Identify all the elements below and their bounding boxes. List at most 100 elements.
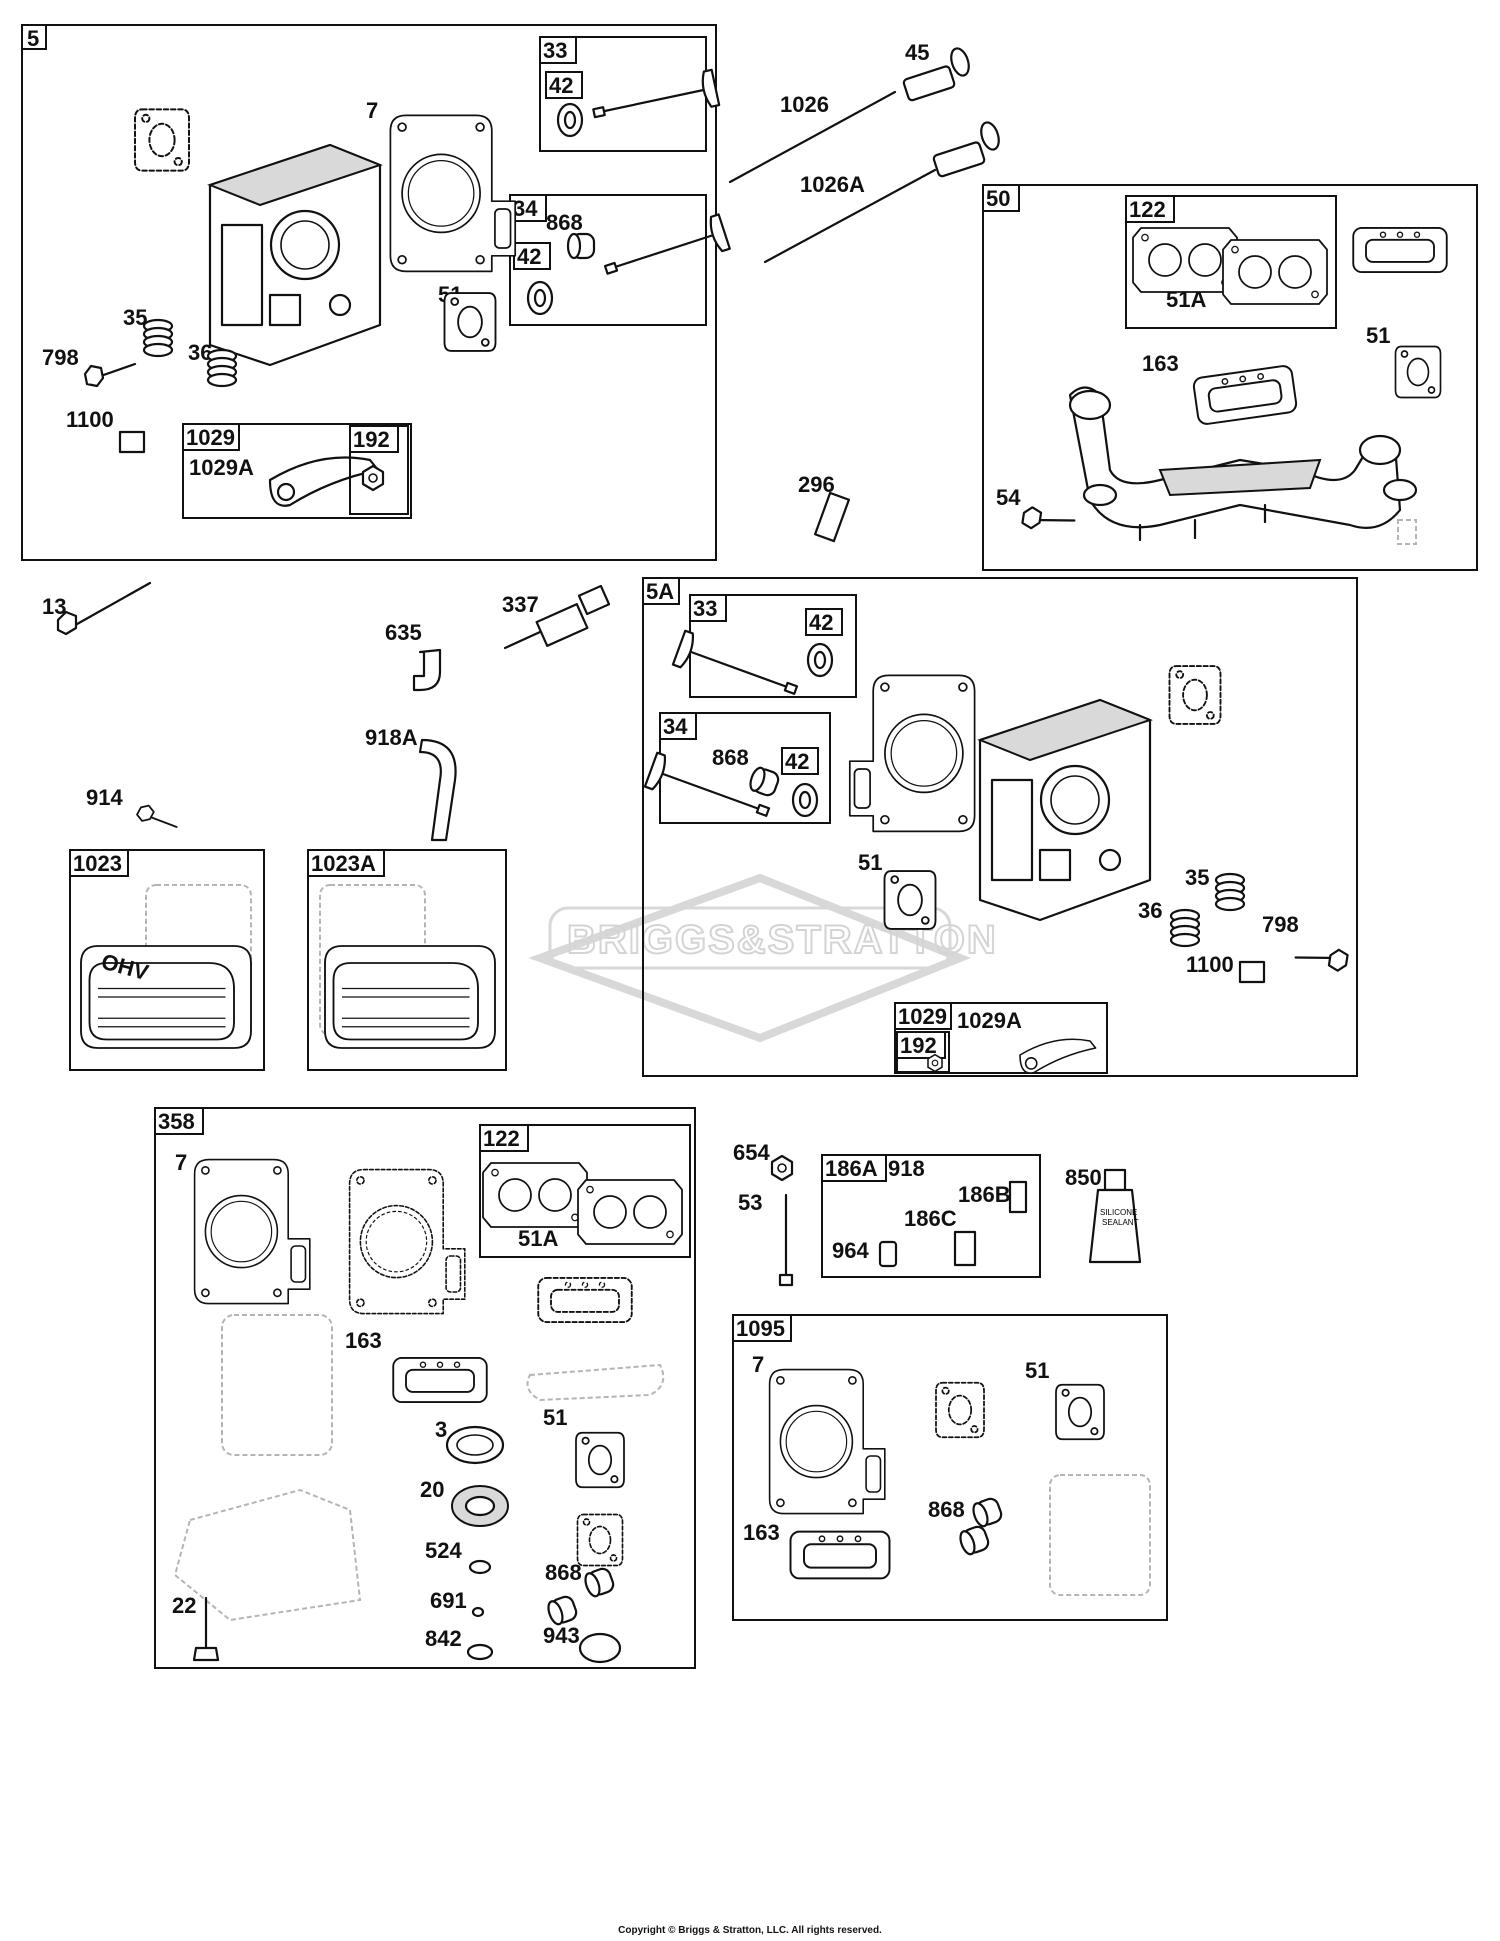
callout-20: 20	[420, 1477, 444, 1502]
pushrod-icon	[728, 90, 897, 184]
copyright-notice: Copyright © Briggs & Stratton, LLC. All …	[618, 1925, 882, 1936]
kit-42-label: 42	[785, 749, 809, 774]
intake-gasket-icon	[1132, 227, 1238, 293]
nut-icon	[361, 464, 385, 492]
group-50-label: 50	[986, 186, 1010, 211]
kit-42-label: 42	[809, 610, 833, 635]
tube-label-1: SILICONE	[1100, 1208, 1137, 1217]
callout-654: 654	[733, 1140, 770, 1165]
group-5-label: 5	[27, 26, 39, 51]
bolt-icon	[83, 362, 137, 388]
callout-7: 7	[366, 98, 378, 123]
intake-spacer-icon	[577, 1179, 683, 1245]
callout-7: 7	[752, 1352, 764, 1377]
callout-798: 798	[1262, 912, 1299, 937]
valve-seal-icon	[969, 1495, 1005, 1530]
sealant-group: 850 SILICONE SEALANT	[1065, 1165, 1142, 1264]
callout-51: 51	[1025, 1358, 1049, 1383]
head-gasket-icon	[389, 114, 517, 273]
valve-seal-icon	[566, 232, 596, 260]
fitting-icon	[1008, 1180, 1028, 1214]
group-1023: 1023 OHV	[69, 849, 265, 1071]
valve-spring-icon	[1169, 908, 1201, 948]
o-ring-icon	[466, 1643, 494, 1661]
kit-1029-label: 1029	[186, 425, 235, 450]
lifter-icon	[902, 65, 956, 102]
intake-port-gasket-icon	[575, 1431, 625, 1489]
group-1023-frame	[69, 849, 265, 1071]
callout-964: 964	[832, 1238, 869, 1263]
group-5a: 5A 33 42 34 868 42 7 51 35 36 798 1100 1…	[642, 577, 1358, 1077]
group-5a-label: 5A	[646, 579, 674, 604]
callout-524: 524	[425, 1538, 462, 1563]
callout-918: 918	[888, 1156, 925, 1181]
group-186a-label: 186A	[825, 1156, 878, 1181]
group-358: 358 7 122 51A 163 3 51 20 524 868 691 22	[154, 1107, 696, 1669]
kit-122-label: 122	[483, 1126, 520, 1151]
exhaust-gasket-ghost-icon	[1168, 665, 1222, 725]
manifold-cover-gasket-icon	[1191, 363, 1299, 427]
intake-manifold-icon	[1068, 386, 1418, 542]
exhaust-gasket-icon	[443, 292, 497, 352]
valve-seal-icon	[956, 1523, 992, 1558]
intake-port-gasket-icon	[1055, 1383, 1105, 1441]
oil-seal-icon	[445, 1425, 505, 1465]
o-ring-icon	[468, 1559, 492, 1575]
cylinder-head-icon	[208, 143, 382, 367]
group-5: 5 33 42 34 42 868 7 51 35 36 798 1100	[21, 24, 731, 561]
callout-914: 914	[86, 785, 123, 810]
breather-tube-icon	[813, 491, 851, 543]
intake-gasket-icon	[482, 1162, 588, 1228]
group-358-label: 358	[158, 1109, 195, 1134]
callout-186b: 186B	[958, 1182, 1011, 1207]
callout-798: 798	[42, 345, 79, 370]
valve-seal-icon	[581, 1565, 617, 1600]
group-1023-label: 1023	[73, 851, 122, 876]
exhaust-gasket-ghost-icon	[576, 1513, 624, 1567]
callout-635: 635	[385, 620, 422, 645]
callout-1029a: 1029A	[957, 1008, 1022, 1033]
group-186a: 186A 918 186B 186C 964	[821, 1154, 1041, 1278]
head-gasket-icon	[193, 1158, 311, 1305]
tube-label-2: SEALANT	[1102, 1218, 1139, 1227]
kit-33-label: 33	[693, 596, 717, 621]
valve-icon	[589, 68, 721, 132]
callout-842: 842	[425, 1626, 462, 1651]
callout-51: 51	[1366, 323, 1390, 348]
group-1095-label: 1095	[736, 1316, 785, 1341]
intake-spacer-icon	[1222, 239, 1328, 305]
valve-cover-icon	[324, 945, 496, 1049]
crankcase-gasket-ghost-icon	[173, 1488, 362, 1622]
group-50: 50 122 51A 163 51 54	[982, 184, 1478, 571]
kit-192-label: 192	[353, 427, 390, 452]
callout-163: 163	[345, 1328, 382, 1353]
pushrod-group: 45 1026 1026A 296	[728, 40, 1000, 543]
callout-1029a: 1029A	[189, 455, 254, 480]
callout-337: 337	[502, 592, 539, 617]
o-ring-icon	[578, 1632, 622, 1664]
callout-943: 943	[543, 1623, 580, 1648]
callout-868: 868	[712, 745, 749, 770]
valve-keeper-icon	[806, 642, 834, 678]
callout-51a: 51A	[1166, 287, 1206, 312]
callout-296: 296	[798, 472, 835, 497]
callout-45: 45	[905, 40, 929, 65]
kit-1029-box	[182, 423, 412, 519]
elbow-fitting-icon	[412, 648, 442, 692]
group-1023a: 1023A	[307, 849, 507, 1071]
manifold-cover-gasket-icon	[789, 1530, 891, 1580]
spark-plug-icon	[503, 584, 611, 650]
exhaust-gasket-icon	[883, 870, 937, 930]
nut-icon	[927, 1053, 943, 1073]
callout-868: 868	[546, 210, 583, 235]
callout-1100: 1100	[1186, 952, 1234, 977]
lifter-icon	[932, 141, 986, 178]
fitting-ghost-icon	[1397, 519, 1417, 545]
manifold-gasket-ghost-icon	[537, 1276, 633, 1324]
sealant-tube-icon: SILICONE SEALANT	[1088, 1168, 1142, 1264]
callout-868: 868	[545, 1560, 582, 1585]
kit-192-label: 192	[900, 1033, 937, 1058]
group-1095: 1095 7 51 868 163	[732, 1314, 1168, 1621]
callout-51a: 51A	[518, 1226, 558, 1251]
callout-163: 163	[1142, 351, 1179, 376]
